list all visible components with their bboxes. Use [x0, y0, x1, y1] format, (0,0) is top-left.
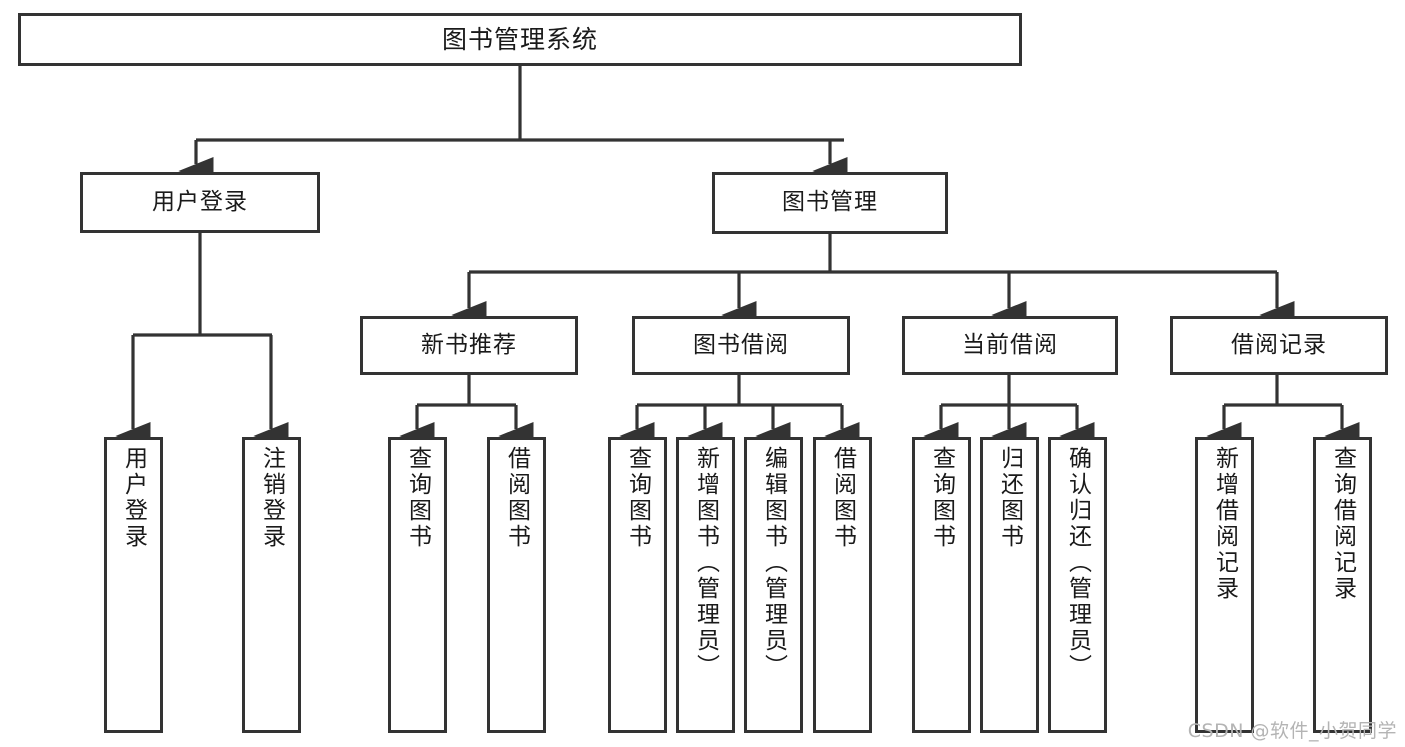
node-leaf-borrow-book-1[interactable]: 借阅图书	[487, 437, 546, 733]
node-leaf-query-book-2-label: 查询图书	[624, 446, 651, 550]
node-leaf-borrow-book-2[interactable]: 借阅图书	[813, 437, 872, 733]
node-leaf-query-record[interactable]: 查询借阅记录	[1313, 437, 1372, 733]
node-new-book-recommend-label: 新书推荐	[421, 331, 517, 358]
node-leaf-confirm-return[interactable]: 确认归还（管理员）	[1048, 437, 1107, 733]
node-borrow-record[interactable]: 借阅记录	[1170, 316, 1388, 375]
node-leaf-return-book[interactable]: 归还图书	[980, 437, 1039, 733]
node-leaf-query-record-label: 查询借阅记录	[1329, 446, 1356, 602]
node-current-borrow[interactable]: 当前借阅	[902, 316, 1118, 375]
node-leaf-add-record-label: 新增借阅记录	[1211, 446, 1238, 602]
node-leaf-borrow-book-1-label: 借阅图书	[503, 446, 530, 550]
node-book-borrow[interactable]: 图书借阅	[632, 316, 850, 375]
node-leaf-add-book[interactable]: 新增图书（管理员）	[676, 437, 735, 733]
node-leaf-borrow-book-2-label: 借阅图书	[829, 446, 856, 550]
node-user-login[interactable]: 用户登录	[80, 172, 320, 233]
node-book-manage[interactable]: 图书管理	[712, 172, 948, 234]
node-user-login-label: 用户登录	[152, 188, 248, 215]
node-leaf-return-book-label: 归还图书	[996, 446, 1023, 550]
node-leaf-query-book-3[interactable]: 查询图书	[912, 437, 971, 733]
node-leaf-add-book-label: 新增图书（管理员）	[692, 446, 719, 680]
node-leaf-user-login[interactable]: 用户登录	[104, 437, 163, 733]
node-book-borrow-label: 图书借阅	[693, 331, 789, 358]
node-leaf-confirm-return-label: 确认归还（管理员）	[1064, 446, 1091, 680]
node-new-book-recommend[interactable]: 新书推荐	[360, 316, 578, 375]
node-leaf-query-book-2[interactable]: 查询图书	[608, 437, 667, 733]
node-leaf-add-record[interactable]: 新增借阅记录	[1195, 437, 1254, 733]
node-root[interactable]: 图书管理系统	[18, 13, 1022, 66]
node-root-label: 图书管理系统	[441, 24, 598, 54]
node-leaf-edit-book-label: 编辑图书（管理员）	[760, 446, 787, 680]
node-leaf-query-book-3-label: 查询图书	[928, 446, 955, 550]
node-borrow-record-label: 借阅记录	[1231, 331, 1327, 358]
node-leaf-edit-book[interactable]: 编辑图书（管理员）	[744, 437, 803, 733]
node-leaf-query-book-1-label: 查询图书	[404, 446, 431, 550]
node-current-borrow-label: 当前借阅	[962, 331, 1058, 358]
node-leaf-user-logout[interactable]: 注销登录	[242, 437, 301, 733]
node-leaf-query-book-1[interactable]: 查询图书	[388, 437, 447, 733]
watermark: CSDN @软件_小贺同学	[1187, 720, 1397, 742]
node-leaf-user-logout-label: 注销登录	[258, 446, 285, 550]
node-leaf-user-login-label: 用户登录	[120, 446, 147, 550]
node-book-manage-label: 图书管理	[782, 189, 878, 216]
